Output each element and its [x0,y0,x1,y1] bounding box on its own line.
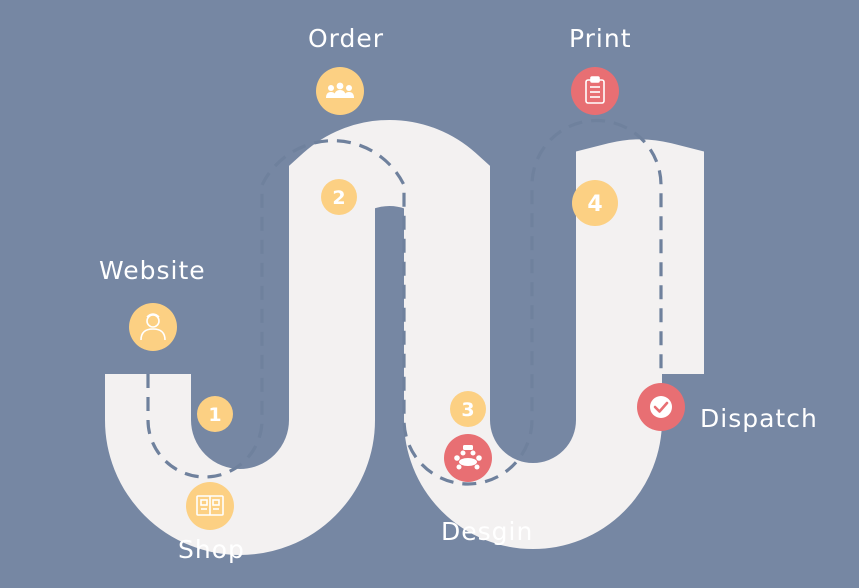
dispatch-label: Dispatch [700,404,818,433]
step-1-badge: 1 [197,396,233,432]
shop-icon [196,495,224,516]
step-1-number: 1 [208,404,221,426]
website-node [129,303,177,351]
desgin-node [444,434,492,482]
desgin-label: Desgin [441,517,534,546]
print-label: Print [569,24,632,53]
shop-label: Shop [178,535,245,564]
order-label: Order [308,24,385,53]
group-icon [326,82,354,98]
step-3-badge: 3 [450,391,486,427]
step-2-number: 2 [332,187,345,209]
person-icon [140,313,166,341]
order-node [316,67,364,115]
team-meeting-icon [454,445,482,470]
print-node [571,67,619,115]
step-4-number: 4 [587,192,602,217]
step-2-badge: 2 [321,179,357,215]
road-center-dashes [146,118,663,486]
step-4-badge: 4 [572,180,618,226]
dispatch-node [637,383,685,431]
step-3-number: 3 [461,399,474,421]
website-label: Website [99,256,206,285]
check-icon [650,396,672,418]
shop-node [186,482,234,530]
clipboard-icon [585,76,605,104]
